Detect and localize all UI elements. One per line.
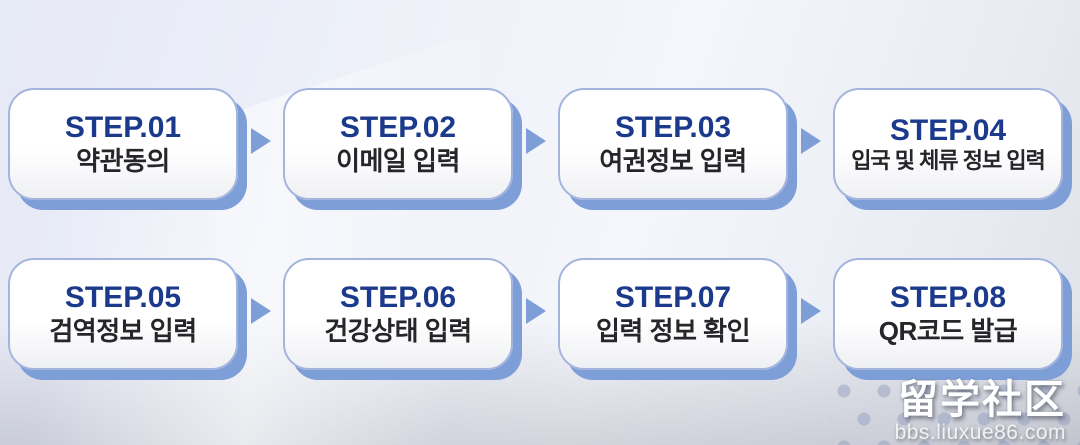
- connector: [238, 88, 283, 200]
- watermark-url: bbs.liuxue86.com: [894, 421, 1066, 444]
- step-card-07: STEP.07 입력 정보 확인: [558, 258, 788, 370]
- step-title: 건강상태 입력: [324, 315, 472, 346]
- arrow-right-icon: [525, 298, 546, 324]
- step-title: 입력 정보 확인: [596, 315, 750, 346]
- watermark: 留学社区 bbs.liuxue86.com: [895, 380, 1066, 443]
- connector: [513, 258, 558, 370]
- step-title: 여권정보 입력: [599, 145, 747, 176]
- arrow-right-icon: [250, 128, 271, 154]
- step-card-03: STEP.03 여권정보 입력: [558, 88, 788, 200]
- flow-row-2: STEP.05 검역정보 입력 STEP.06 건강상태 입력 STEP.07 …: [8, 258, 1063, 370]
- arrow-right-icon: [800, 298, 821, 324]
- step-title: 검역정보 입력: [49, 315, 197, 346]
- step-card-01: STEP.01 약관동의: [8, 88, 238, 200]
- step-number: STEP.02: [339, 111, 457, 145]
- connector: [513, 88, 558, 200]
- step-number: STEP.05: [64, 281, 182, 315]
- step-title: QR코드 발급: [878, 315, 1018, 346]
- connector: [788, 258, 833, 370]
- step-number: STEP.08: [889, 281, 1007, 315]
- step-card-02: STEP.02 이메일 입력: [283, 88, 513, 200]
- step-card-04: STEP.04 입국 및 체류 정보 입력: [833, 88, 1063, 200]
- flow-row-1: STEP.01 약관동의 STEP.02 이메일 입력 STEP.03 여권정보…: [8, 88, 1063, 200]
- step-number: STEP.04: [889, 113, 1007, 147]
- connector: [238, 258, 283, 370]
- step-title: 입국 및 체류 정보 입력: [851, 148, 1046, 174]
- step-number: STEP.03: [614, 111, 732, 145]
- step-card-05: STEP.05 검역정보 입력: [8, 258, 238, 370]
- step-number: STEP.01: [64, 111, 182, 145]
- arrow-right-icon: [525, 128, 546, 154]
- step-title: 약관동의: [76, 145, 170, 176]
- arrow-right-icon: [800, 128, 821, 154]
- step-number: STEP.06: [339, 281, 457, 315]
- step-title: 이메일 입력: [336, 145, 460, 176]
- step-card-08: STEP.08 QR코드 발급: [833, 258, 1063, 370]
- step-card-06: STEP.06 건강상태 입력: [283, 258, 513, 370]
- step-number: STEP.07: [614, 281, 732, 315]
- arrow-right-icon: [250, 298, 271, 324]
- watermark-title: 留学社区: [898, 378, 1066, 422]
- connector: [788, 88, 833, 200]
